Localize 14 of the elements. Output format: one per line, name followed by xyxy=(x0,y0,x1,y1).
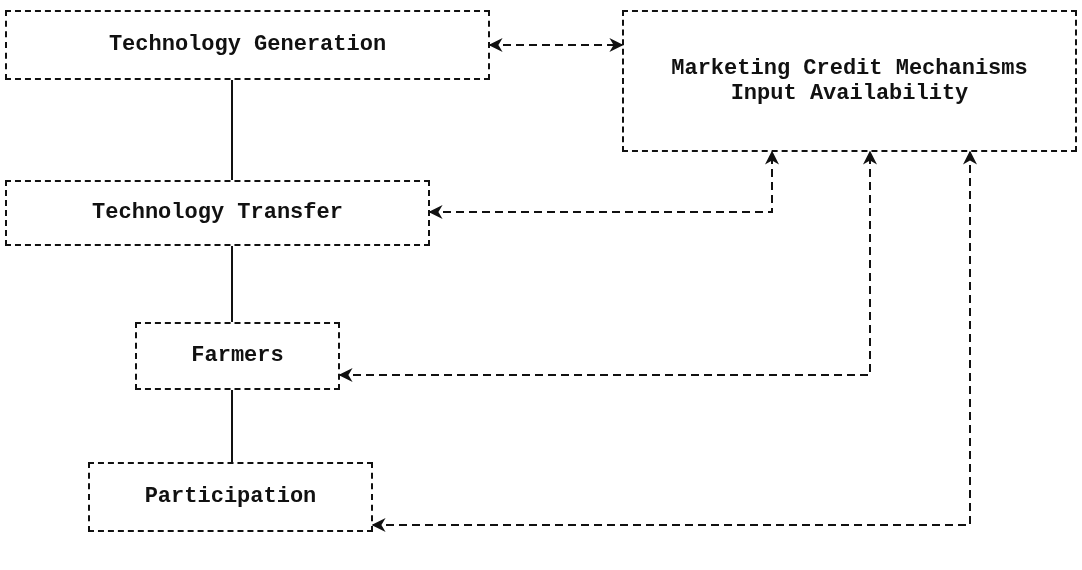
process-box xyxy=(135,322,340,390)
connector-arrow xyxy=(338,150,877,382)
connector-arrow xyxy=(428,150,779,219)
connector-arrow xyxy=(371,150,977,532)
process-box xyxy=(88,462,373,532)
connector-arrow xyxy=(488,38,624,52)
box-label: Technology Generation xyxy=(107,31,388,60)
process-box xyxy=(5,180,430,246)
box-label: Technology Transfer xyxy=(91,199,344,228)
box-label: Marketing Credit Mechanisms Input Availability xyxy=(670,54,1029,108)
process-box xyxy=(5,10,490,80)
box-label: Farmers xyxy=(190,342,285,371)
box-label: Participation xyxy=(143,483,318,512)
process-box xyxy=(622,10,1077,152)
